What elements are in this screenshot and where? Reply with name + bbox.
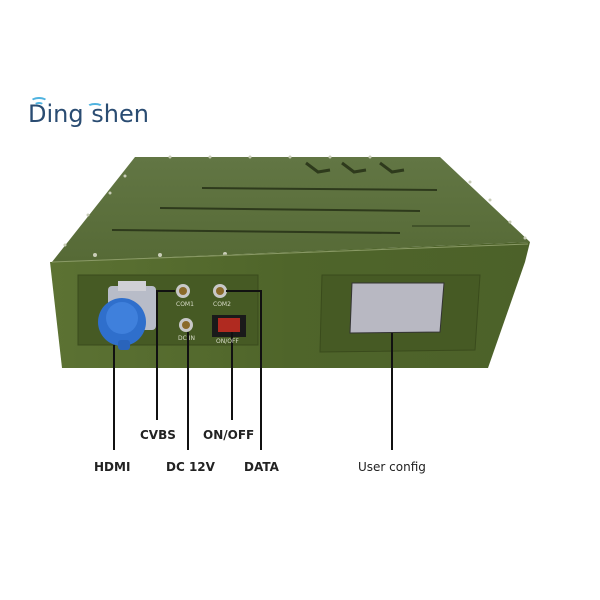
callout-cvbs: CVBS: [140, 428, 176, 442]
wifi-icon: [30, 97, 48, 107]
com2-label: COM2: [213, 301, 231, 308]
callout-user-config: User config: [358, 460, 426, 474]
callout-data: DATA: [244, 460, 279, 474]
wifi-icon-2: [87, 103, 103, 111]
callout-dc12v: DC 12V: [166, 460, 215, 474]
onoff-panel-label: ON/OFF: [216, 338, 239, 345]
wifi-icon-inner: [34, 102, 44, 108]
dcin-label: DC IN: [178, 335, 195, 342]
callout-onoff: ON/OFF: [203, 428, 255, 442]
power-switch: [218, 318, 240, 332]
com1-label: COM1: [176, 301, 194, 308]
config-screen: [349, 282, 445, 334]
callout-hdmi: HDMI: [94, 460, 131, 474]
